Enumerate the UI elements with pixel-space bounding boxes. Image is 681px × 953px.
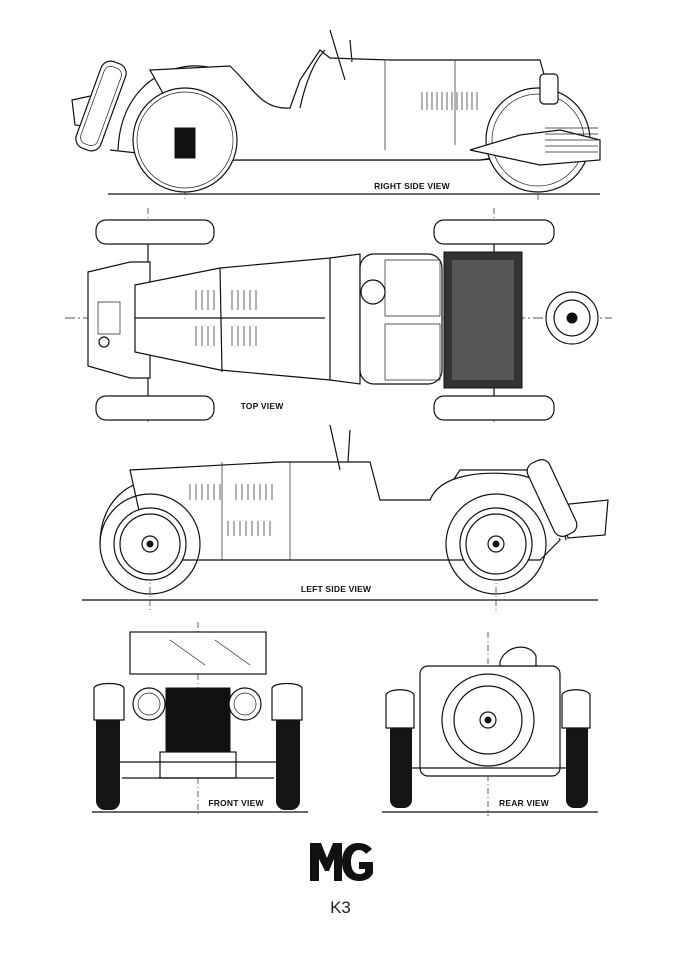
- top-view-label: TOP VIEW: [241, 401, 285, 411]
- rear-view-drawing: [382, 632, 598, 816]
- rear-view-label: REAR VIEW: [499, 798, 550, 808]
- front-view-drawing: [92, 622, 308, 816]
- left-side-view-label: LEFT SIDE VIEW: [301, 584, 372, 594]
- left-side-view-drawing: [82, 424, 609, 610]
- front-view-label: FRONT VIEW: [208, 798, 264, 808]
- right-side-view-drawing: [71, 29, 601, 200]
- right-side-view-label: RIGHT SIDE VIEW: [374, 181, 451, 191]
- model-name: K3: [330, 898, 351, 917]
- mg-logo: [310, 843, 373, 881]
- top-view-drawing: [65, 208, 612, 425]
